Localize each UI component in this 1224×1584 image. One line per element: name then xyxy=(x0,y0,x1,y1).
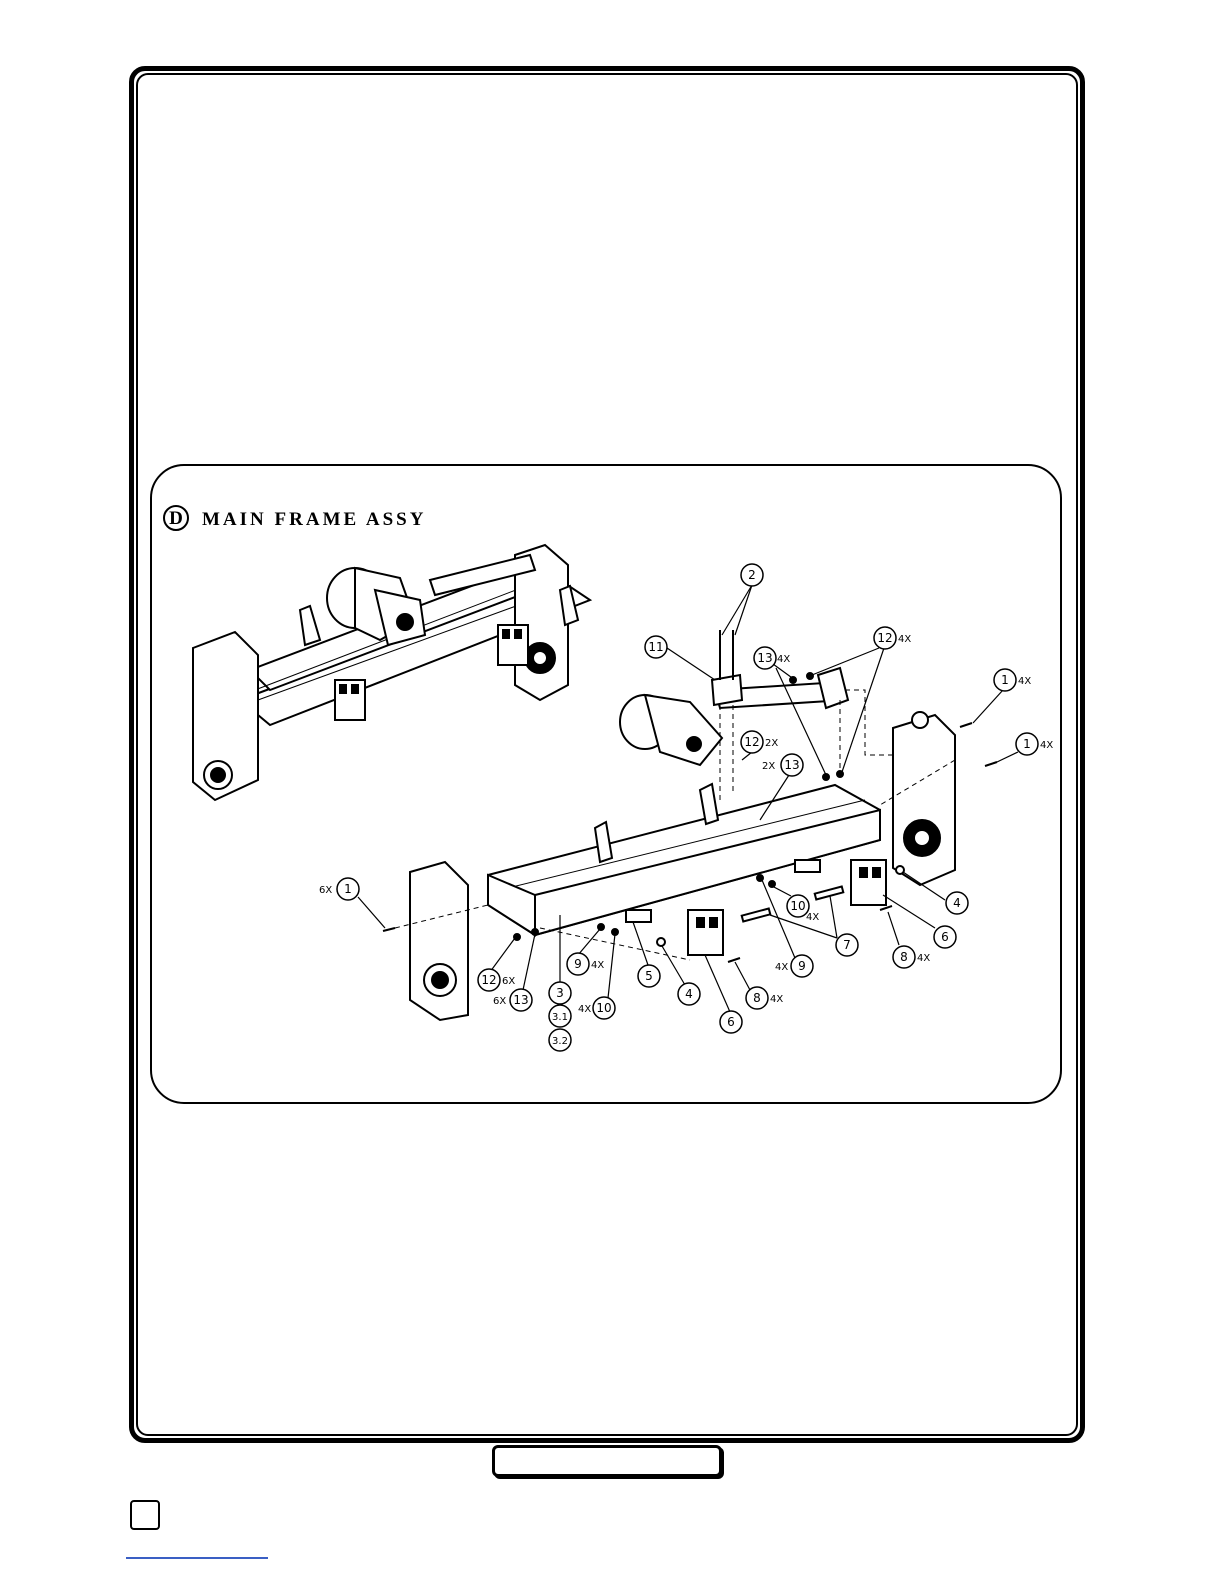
callout-3: 3 xyxy=(556,986,564,1000)
callout-12-top: 12 xyxy=(877,631,892,645)
qty-13-left: 6X xyxy=(493,996,506,1007)
title-text: MAIN FRAME ASSY xyxy=(202,509,426,530)
qty-1-upper: 4X xyxy=(1018,676,1031,687)
qty-10-left: 4X xyxy=(578,1004,591,1015)
callout-7: 7 xyxy=(843,938,851,952)
qty-12-top: 4X xyxy=(898,634,911,645)
qty-12-mid: 2X xyxy=(765,738,778,749)
callout-13-mid: 13 xyxy=(784,758,799,772)
corner-square xyxy=(130,1500,160,1530)
footer-rule xyxy=(126,1557,268,1559)
assembled-view xyxy=(193,545,590,800)
qty-10-right: 4X xyxy=(806,912,819,923)
callout-12-left: 12 xyxy=(481,973,496,987)
callout-13-top: 13 xyxy=(757,651,772,665)
qty-13-top: 4X xyxy=(777,654,790,665)
callout-2: 2 xyxy=(748,568,756,582)
callout-13-left: 13 xyxy=(513,993,528,1007)
qty-8-right: 4X xyxy=(917,953,930,964)
callout-5: 5 xyxy=(645,969,653,983)
callout-3-1: 3.1 xyxy=(552,1012,568,1023)
diagram-title: D MAIN FRAME ASSY xyxy=(164,506,426,530)
callout-1-lower: 1 xyxy=(1023,737,1031,751)
qty-12-left: 6X xyxy=(502,976,515,987)
qty-1-left: 6X xyxy=(319,885,332,896)
page-label-box xyxy=(492,1445,722,1477)
callout-9-right: 9 xyxy=(798,959,806,973)
qty-1-lower: 4X xyxy=(1040,740,1053,751)
callout-8-left: 8 xyxy=(753,991,761,1005)
title-letter: D xyxy=(169,508,183,529)
callout-11: 11 xyxy=(648,640,663,654)
callout-6-left: 6 xyxy=(727,1015,735,1029)
callout-9-left: 9 xyxy=(574,957,582,971)
callout-4-right: 4 xyxy=(953,896,961,910)
callout-10-left: 10 xyxy=(596,1001,611,1015)
callout-12-mid: 12 xyxy=(744,735,759,749)
callout-6-right: 6 xyxy=(941,930,949,944)
qty-13-mid: 2X xyxy=(762,761,775,772)
qty-9-right: 4X xyxy=(775,962,788,973)
qty-8-left: 4X xyxy=(770,994,783,1005)
qty-9-left: 4X xyxy=(591,960,604,971)
callout-4-left: 4 xyxy=(685,987,693,1001)
callout-1-left: 1 xyxy=(344,882,352,896)
callout-10-right: 10 xyxy=(790,899,805,913)
callout-3-2: 3.2 xyxy=(552,1036,568,1047)
callout-1-upper: 1 xyxy=(1001,673,1009,687)
callout-8-right: 8 xyxy=(900,950,908,964)
